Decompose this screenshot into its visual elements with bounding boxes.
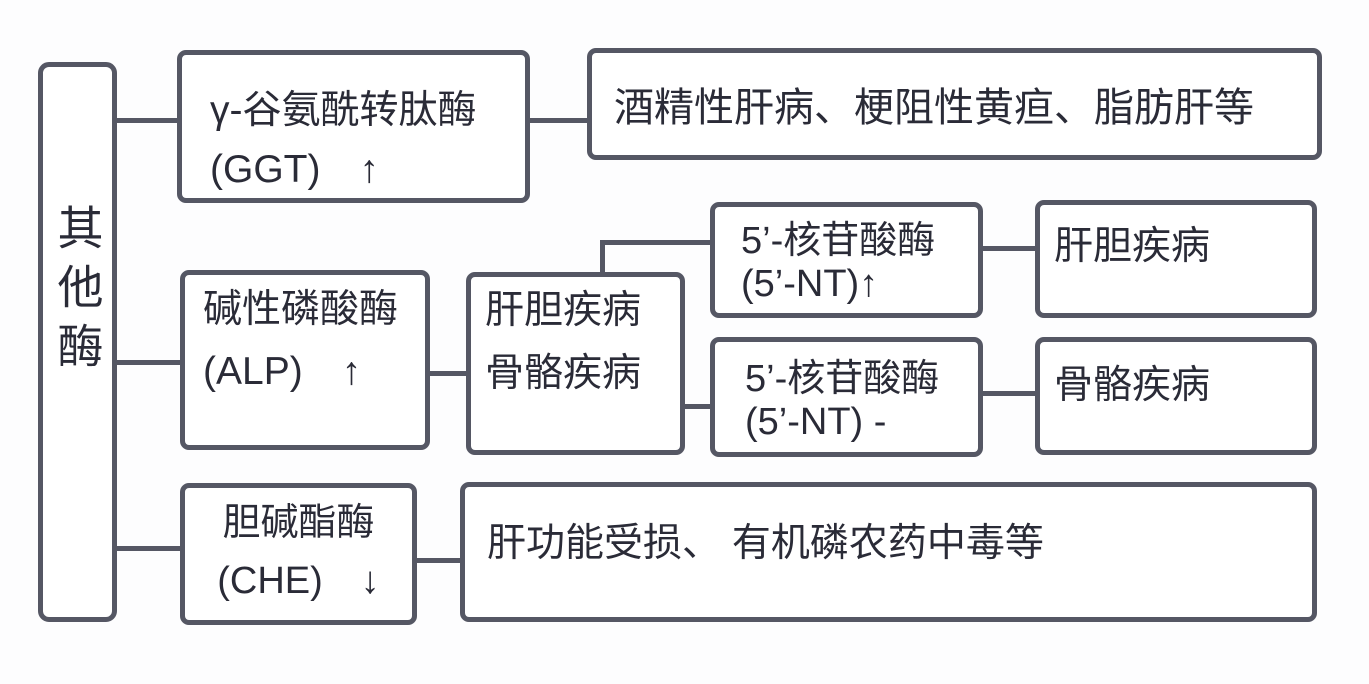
- connector-ggt-to-result: [530, 118, 587, 123]
- node-alp-line1: 碱性磷酸酶: [203, 288, 399, 331]
- node-che-line1: 胆碱酯酶: [222, 502, 375, 544]
- node-ggt: γ-谷氨酰转肽酶 (GGT) ↑: [177, 50, 530, 203]
- connector-che-to-result: [417, 558, 460, 563]
- connector-root-to-che: [117, 546, 180, 551]
- node-che-result: 肝功能受损、 有机磷农药中毒等: [460, 482, 1317, 622]
- node-5nt-normal-line1: 5’-核苷酸酶: [745, 358, 940, 400]
- node-5nt-elevated: 5’-核苷酸酶 (5’-NT)↑: [710, 202, 983, 318]
- connector-alpresult-to-ntelevated: [600, 240, 710, 245]
- node-che-result-label: 肝功能受损、 有机磷农药中毒等: [487, 522, 1044, 565]
- node-5nt-normal-line2: (5’-NT) -: [745, 401, 887, 443]
- node-5nt-elevated-line1: 5’-核苷酸酶: [741, 220, 936, 262]
- connector-ntelevated-to-result: [983, 246, 1035, 251]
- node-other-enzymes: 其他酶: [38, 62, 117, 622]
- node-5nt-normal: 5’-核苷酸酶 (5’-NT) -: [710, 337, 983, 457]
- node-5nt-elevated-line2: (5’-NT)↑: [741, 263, 879, 305]
- node-ggt-line2: (GGT) ↑: [210, 147, 379, 191]
- node-alp: 碱性磷酸酶 (ALP) ↑: [180, 270, 430, 450]
- node-ggt-result-label: 酒精性肝病、梗阻性黄疸、脂肪肝等: [614, 86, 1254, 130]
- node-5nt-normal-result: 骨骼疾病: [1035, 337, 1317, 455]
- node-ggt-line1: γ-谷氨酰转肽酶: [210, 88, 477, 132]
- connector-alpresult-to-ntnormal: [685, 404, 710, 409]
- node-other-enzymes-label: 其他酶: [51, 203, 104, 381]
- node-alp-result-line2: 骨骼疾病: [485, 351, 642, 395]
- connector-root-to-alp: [117, 360, 180, 365]
- node-alp-result-line1: 肝胆疾病: [485, 288, 642, 332]
- node-che: 胆碱酯酶 (CHE) ↓: [180, 483, 417, 625]
- connector-ntnormal-to-result: [983, 391, 1035, 396]
- connector-root-to-ggt: [117, 118, 177, 123]
- node-5nt-normal-result-label: 骨骼疾病: [1054, 364, 1211, 407]
- node-5nt-elevated-result-label: 肝胆疾病: [1054, 225, 1211, 268]
- node-alp-line2: (ALP) ↑: [203, 350, 362, 393]
- node-alp-result: 肝胆疾病 骨骼疾病: [466, 272, 685, 455]
- node-ggt-result: 酒精性肝病、梗阻性黄疸、脂肪肝等: [587, 48, 1322, 160]
- connector-alpresult-riser-vertical: [600, 240, 605, 277]
- node-che-line2: (CHE) ↓: [217, 560, 380, 602]
- node-5nt-elevated-result: 肝胆疾病: [1035, 200, 1317, 318]
- connector-alp-to-result: [430, 371, 466, 376]
